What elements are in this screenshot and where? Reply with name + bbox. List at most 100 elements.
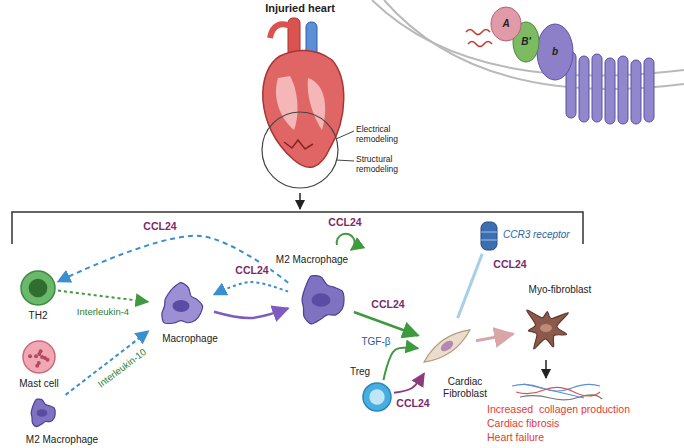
granule — [40, 355, 44, 359]
node-label: CCR3 receptor — [503, 229, 570, 241]
domain-letter: A — [502, 18, 509, 30]
helix — [605, 58, 615, 124]
nucleus — [37, 409, 48, 417]
granule — [34, 354, 38, 358]
node-label: M2 Macrophage — [26, 434, 98, 446]
edge-label: CCL24 — [394, 397, 431, 410]
node-outline — [22, 340, 56, 374]
heart-body — [263, 50, 344, 167]
nucleus — [29, 279, 48, 298]
connector-arrow — [394, 374, 424, 393]
connector-arrow — [383, 348, 418, 381]
nucleus — [540, 324, 552, 332]
connector-arrow — [354, 312, 418, 335]
bracket — [12, 212, 583, 244]
edge-label: Interleukin-4 — [75, 306, 131, 317]
node-label: M2 Macrophage — [276, 254, 348, 266]
edge-label: CCL24 — [141, 220, 178, 233]
receptor-band — [481, 232, 497, 233]
node-label: Macrophage — [162, 333, 218, 345]
helix — [579, 56, 589, 122]
connector-arrow — [476, 334, 513, 341]
node-outline — [420, 320, 474, 372]
domain-letter: b — [552, 46, 558, 58]
node-outline — [150, 282, 212, 330]
fibroblast-cell: Cardiac Fibroblast — [420, 320, 474, 372]
helix — [631, 60, 641, 124]
nucleus — [439, 339, 455, 354]
connector-arrow — [214, 282, 288, 295]
vena-cava — [306, 22, 317, 60]
m2-macrophage-cell: M2 Macrophage — [20, 396, 64, 430]
aortic-arch — [270, 24, 294, 38]
chemokine-domain — [491, 7, 521, 41]
helix — [618, 56, 628, 124]
cell-membrane — [527, 310, 569, 349]
outcome-text: Heart failure — [487, 431, 682, 444]
scar-region — [284, 140, 313, 149]
cell-membrane — [363, 383, 391, 411]
receptor-icon: CCR3 receptor — [478, 220, 500, 252]
node-outline — [478, 220, 500, 252]
region-label: Electrical remodeling — [356, 124, 414, 144]
edge-label: Interleukin-10 — [94, 345, 150, 391]
node-outline — [20, 270, 56, 306]
cell-membrane — [420, 324, 474, 368]
outcome-text: Cardiac fibrosis — [487, 417, 682, 430]
receptor-body — [481, 222, 497, 250]
helix — [644, 58, 654, 122]
edge-label: TGF-β — [359, 336, 392, 348]
cell-membrane — [21, 271, 55, 305]
granule — [43, 356, 47, 360]
connector-arrow — [214, 308, 288, 318]
edge-label: CCL24 — [369, 298, 406, 311]
granule — [37, 361, 41, 365]
connector-arrow — [66, 331, 149, 395]
cell-membrane — [302, 276, 344, 324]
leader-line — [336, 131, 354, 139]
m2-macrophage-cell: M2 Macrophage — [290, 274, 352, 326]
leader-line — [336, 160, 354, 161]
node-outline — [515, 300, 577, 356]
aorta — [288, 18, 300, 60]
node-outline — [20, 396, 64, 430]
down-arrow — [299, 193, 301, 209]
nucleus — [369, 389, 384, 404]
sugar-chain — [466, 30, 490, 35]
nucleus — [312, 293, 331, 306]
connector-arrow — [58, 236, 288, 283]
fibroblast-shape — [420, 324, 474, 368]
heart-chamber — [276, 76, 298, 130]
myofibroblast-cell: Myo-fibroblast — [515, 300, 577, 356]
outcome-text: Increased collagen production — [487, 403, 682, 416]
collagen-fibres — [512, 384, 602, 400]
mast-cell: Mast cell — [22, 340, 56, 374]
granule — [46, 358, 50, 362]
node-outline — [290, 274, 352, 326]
helix — [592, 54, 602, 122]
heart-chamber — [308, 78, 325, 130]
node-label: Mast cell — [19, 378, 58, 390]
autocrine-loop — [337, 234, 355, 250]
granule — [28, 354, 32, 358]
granule — [37, 352, 41, 356]
receptor-band — [481, 240, 497, 241]
down-arrow — [545, 360, 547, 378]
cell-membrane — [23, 341, 55, 373]
sugar-chain — [468, 42, 492, 47]
node-label: Injuried heart — [265, 2, 335, 15]
receptor-domain — [537, 24, 573, 80]
receptor-helices — [566, 52, 654, 124]
fibre — [520, 395, 602, 400]
macrophage-cell: Macrophage — [150, 282, 212, 330]
organ-heart: Injuried heart — [250, 18, 350, 190]
connector-arrow — [58, 291, 148, 302]
connector-arrow — [458, 254, 483, 318]
treg-cell: Treg — [362, 382, 392, 412]
node-outline — [362, 382, 392, 412]
